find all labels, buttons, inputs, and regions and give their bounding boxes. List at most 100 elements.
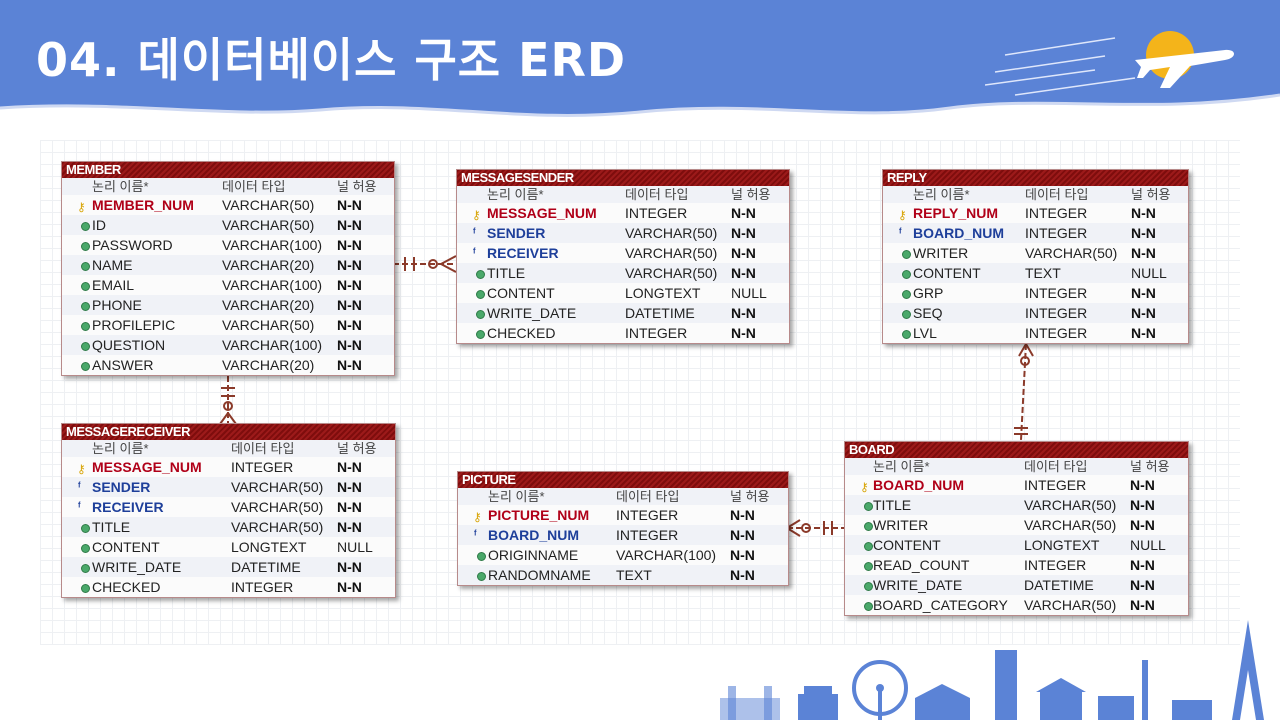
attribute-type: INTEGER — [616, 527, 679, 543]
page-title: 04. 데이터베이스 구조 ERD — [36, 33, 627, 87]
header-logical-name: 논리 이름* — [92, 441, 149, 456]
attribute-name: QUESTION — [92, 337, 166, 353]
entity-title: BOARD — [845, 442, 1188, 458]
attribute-name: BOARD_NUM — [913, 225, 1004, 241]
attribute-nullable: N-N — [730, 567, 755, 583]
attribute-name: WRITE_DATE — [873, 577, 963, 593]
attribute-type: LONGTEXT — [231, 539, 307, 555]
attribute-name: LVL — [913, 325, 937, 341]
attribute-nullable: NULL — [1131, 265, 1167, 281]
entity-title: MESSAGESENDER — [457, 170, 789, 186]
header-logical-name: 논리 이름* — [913, 187, 970, 202]
attribute-type: VARCHAR(50) — [231, 479, 324, 495]
attribute-name: NAME — [92, 257, 133, 273]
attribute-name: TITLE — [487, 265, 526, 281]
attribute-type: VARCHAR(100) — [222, 237, 323, 253]
attribute-name: WRITE_DATE — [487, 305, 577, 321]
column-dot-icon — [465, 263, 485, 283]
attribute-name: PICTURE_NUM — [488, 507, 590, 523]
attribute-nullable: N-N — [1131, 305, 1156, 321]
dot-glyph — [902, 310, 911, 319]
dot-glyph — [476, 310, 485, 319]
attribute-nullable: N-N — [337, 559, 362, 575]
attribute-name: RECEIVER — [92, 499, 164, 515]
attribute-name: CONTENT — [873, 537, 941, 553]
attribute-type: INTEGER — [625, 325, 688, 341]
attribute-type: INTEGER — [1025, 205, 1088, 221]
dot-glyph — [81, 564, 90, 573]
key-glyph: ⚷ — [77, 200, 86, 214]
attribute-type: DATETIME — [231, 559, 301, 575]
column-dot-icon — [853, 575, 873, 595]
attribute-name: SENDER — [487, 225, 546, 241]
attribute-nullable: N-N — [337, 479, 362, 495]
attribute-name: SEQ — [913, 305, 943, 321]
dot-glyph — [476, 270, 485, 279]
header-nullable: 널 허용 — [731, 187, 771, 202]
attribute-nullable: N-N — [337, 197, 362, 213]
airplane-icon — [985, 31, 1234, 96]
attribute-type: VARCHAR(50) — [222, 197, 315, 213]
column-dot-icon — [70, 275, 90, 295]
attribute-nullable: N-N — [337, 357, 362, 373]
header-nullable: 널 허용 — [337, 441, 377, 456]
column-dot-icon — [891, 243, 911, 263]
header-band: 04. 데이터베이스 구조 ERD — [0, 0, 1280, 130]
attribute-name: ID — [92, 217, 106, 233]
foreign-key-icon: ᶠ — [466, 525, 482, 545]
attribute-name: PHONE — [92, 297, 142, 313]
attribute-nullable: N-N — [337, 257, 362, 273]
